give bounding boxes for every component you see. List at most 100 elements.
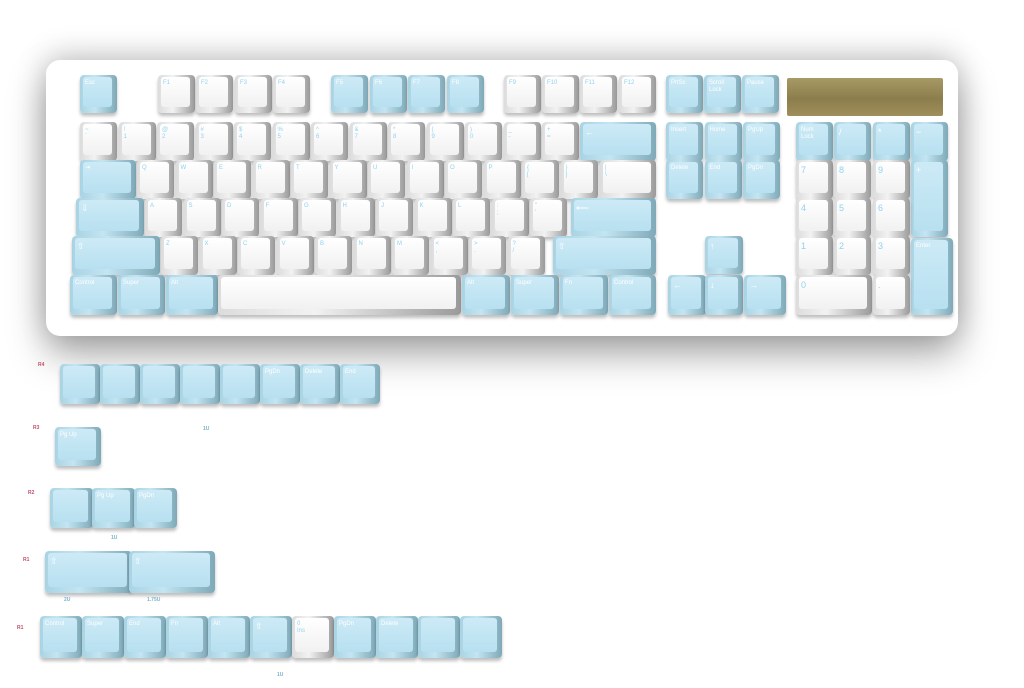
key-fn-4[interactable]: F4	[273, 75, 310, 113]
kit-r1-key-5[interactable]: ⇧	[250, 616, 292, 658]
key-num-5[interactable]: % 5	[272, 122, 310, 161]
key-np-5[interactable]: 5	[834, 198, 871, 237]
key-fn-8[interactable]: F8	[447, 75, 484, 113]
key-bottom-1[interactable]: Super	[118, 275, 165, 315]
key-lshift[interactable]: ⇧	[72, 236, 160, 275]
key-np-divide[interactable]: /	[834, 122, 871, 161]
kit-r2-key-2[interactable]: PgDn	[134, 488, 177, 528]
key-bottom-5[interactable]: Super	[511, 275, 559, 315]
key-np-7[interactable]: 7	[796, 160, 833, 199]
key-np-3[interactable]: 3	[873, 236, 910, 275]
key-num-6[interactable]: ^ 6	[311, 122, 348, 161]
key-q-6[interactable]: Y	[329, 160, 367, 199]
key-shift-10[interactable]: ? /	[507, 236, 545, 275]
kit-r4-key-4[interactable]	[220, 364, 260, 404]
key-backspace[interactable]: ←	[580, 122, 656, 161]
key-np-2[interactable]: 2	[834, 236, 871, 275]
key-home-5[interactable]: G	[299, 198, 336, 237]
kit-r4-key-2[interactable]	[140, 364, 180, 404]
key-num-7[interactable]: & 7	[349, 122, 387, 161]
key-fn-9[interactable]: F9	[504, 75, 541, 113]
kit-r4-key-0[interactable]	[60, 364, 100, 404]
kit-r2-key-1[interactable]: Pg Up	[92, 488, 135, 528]
key-shift-6[interactable]: N	[353, 236, 391, 275]
key-home-9[interactable]: L	[453, 198, 490, 237]
kit-r4-key-1[interactable]	[100, 364, 140, 404]
key-bottom-4[interactable]: Alt	[462, 275, 510, 315]
key-np-9[interactable]: 9	[873, 160, 910, 199]
key-np-multiply[interactable]: *	[873, 122, 910, 161]
key-nav-2[interactable]: PgUp	[743, 122, 780, 161]
key-home-10[interactable]: : ;	[491, 198, 529, 237]
key-num-1[interactable]: ! 1	[118, 122, 156, 161]
key-shift-5[interactable]: B	[315, 236, 352, 275]
kit-r1-key-1[interactable]: Super	[82, 616, 124, 658]
key-q-5[interactable]: T	[291, 160, 328, 199]
kit-r4-key-6[interactable]: Delete	[300, 364, 340, 404]
key-fn-1[interactable]: F1	[158, 75, 195, 113]
kit-shift-2u[interactable]: ⇧	[45, 551, 132, 593]
key-backslash[interactable]: | \	[600, 160, 656, 199]
key-fn-7[interactable]: F7	[408, 75, 445, 113]
key-np-0[interactable]: 0	[796, 275, 872, 315]
key-shift-2[interactable]: X	[199, 236, 237, 275]
key-np-8[interactable]: 8	[834, 160, 871, 199]
kit-r1-key-2[interactable]: End	[124, 616, 166, 658]
key-np-minus[interactable]: −	[911, 122, 948, 161]
kit-r1-key-9[interactable]	[418, 616, 460, 658]
key-num-3[interactable]: # 3	[195, 122, 233, 161]
key-nav-1[interactable]: Home	[704, 122, 742, 161]
key-caps[interactable]: ⇩	[76, 198, 144, 237]
key-bottom-3[interactable]	[218, 275, 461, 315]
key-shift-1[interactable]: Z	[161, 236, 198, 275]
key-num-12[interactable]: + =	[542, 122, 579, 161]
kit-r1-key-0[interactable]: Control	[40, 616, 82, 658]
key-np-enter[interactable]: Enter	[911, 238, 953, 315]
kit-r4-key-7[interactable]: End	[340, 364, 380, 404]
key-fn-3[interactable]: F3	[235, 75, 272, 113]
kit-r2-key-0[interactable]	[50, 488, 93, 528]
key-num-11[interactable]: _ -	[503, 122, 541, 161]
key-fn-15[interactable]: Pause	[742, 75, 779, 113]
key-q-9[interactable]: O	[445, 160, 482, 199]
key-fn-6[interactable]: F6	[370, 75, 407, 113]
key-home-4[interactable]: F	[260, 198, 298, 237]
key-fn-12[interactable]: F12	[619, 75, 656, 113]
key-np-6[interactable]: 6	[873, 198, 910, 237]
kit-r4-key-5[interactable]: PgDn	[260, 364, 300, 404]
key-q-12[interactable]: } ]	[560, 160, 598, 199]
key-home-2[interactable]: S	[183, 198, 221, 237]
key-nav-5[interactable]: PgDn	[743, 160, 780, 199]
key-shift-8[interactable]: < ,	[430, 236, 468, 275]
key-num-0[interactable]: ~ `	[80, 122, 117, 161]
key-q-7[interactable]: U	[368, 160, 405, 199]
key-arrow-down[interactable]: ↓	[705, 275, 743, 315]
key-fn-13[interactable]: PrtSc	[666, 75, 703, 113]
key-num-10[interactable]: ) 0	[465, 122, 502, 161]
kit-r4-key-3[interactable]	[180, 364, 220, 404]
key-bottom-0[interactable]: Control	[70, 275, 117, 315]
key-tab[interactable]: ⇥	[80, 160, 136, 199]
key-bottom-2[interactable]: Alt	[166, 275, 218, 315]
key-fn-11[interactable]: F11	[580, 75, 617, 113]
key-q-1[interactable]: Q	[137, 160, 174, 199]
key-fn-14[interactable]: Scroll Lock	[704, 75, 741, 113]
key-q-4[interactable]: R	[252, 160, 290, 199]
key-bottom-6[interactable]: Fn	[560, 275, 608, 315]
kit-r1-key-6[interactable]: 0 Ins	[292, 616, 334, 658]
key-home-3[interactable]: D	[222, 198, 259, 237]
key-bottom-7[interactable]: Control	[609, 275, 656, 315]
kit-r3-pgup[interactable]: Pg Up	[55, 427, 101, 466]
key-np-dot[interactable]: .	[873, 275, 910, 315]
key-np-4[interactable]: 4	[796, 198, 833, 237]
kit-shift-175u[interactable]: ⇧	[129, 551, 215, 593]
key-fn-5[interactable]: F5	[331, 75, 368, 113]
key-num-8[interactable]: * 8	[388, 122, 425, 161]
key-shift-4[interactable]: V	[276, 236, 314, 275]
kit-r1-key-10[interactable]	[460, 616, 502, 658]
key-fn-0[interactable]: Esc	[80, 75, 117, 113]
key-shift-9[interactable]: > .	[469, 236, 506, 275]
key-fn-10[interactable]: F10	[542, 75, 579, 113]
key-np-1[interactable]: 1	[796, 236, 833, 275]
key-fn-2[interactable]: F2	[196, 75, 233, 113]
